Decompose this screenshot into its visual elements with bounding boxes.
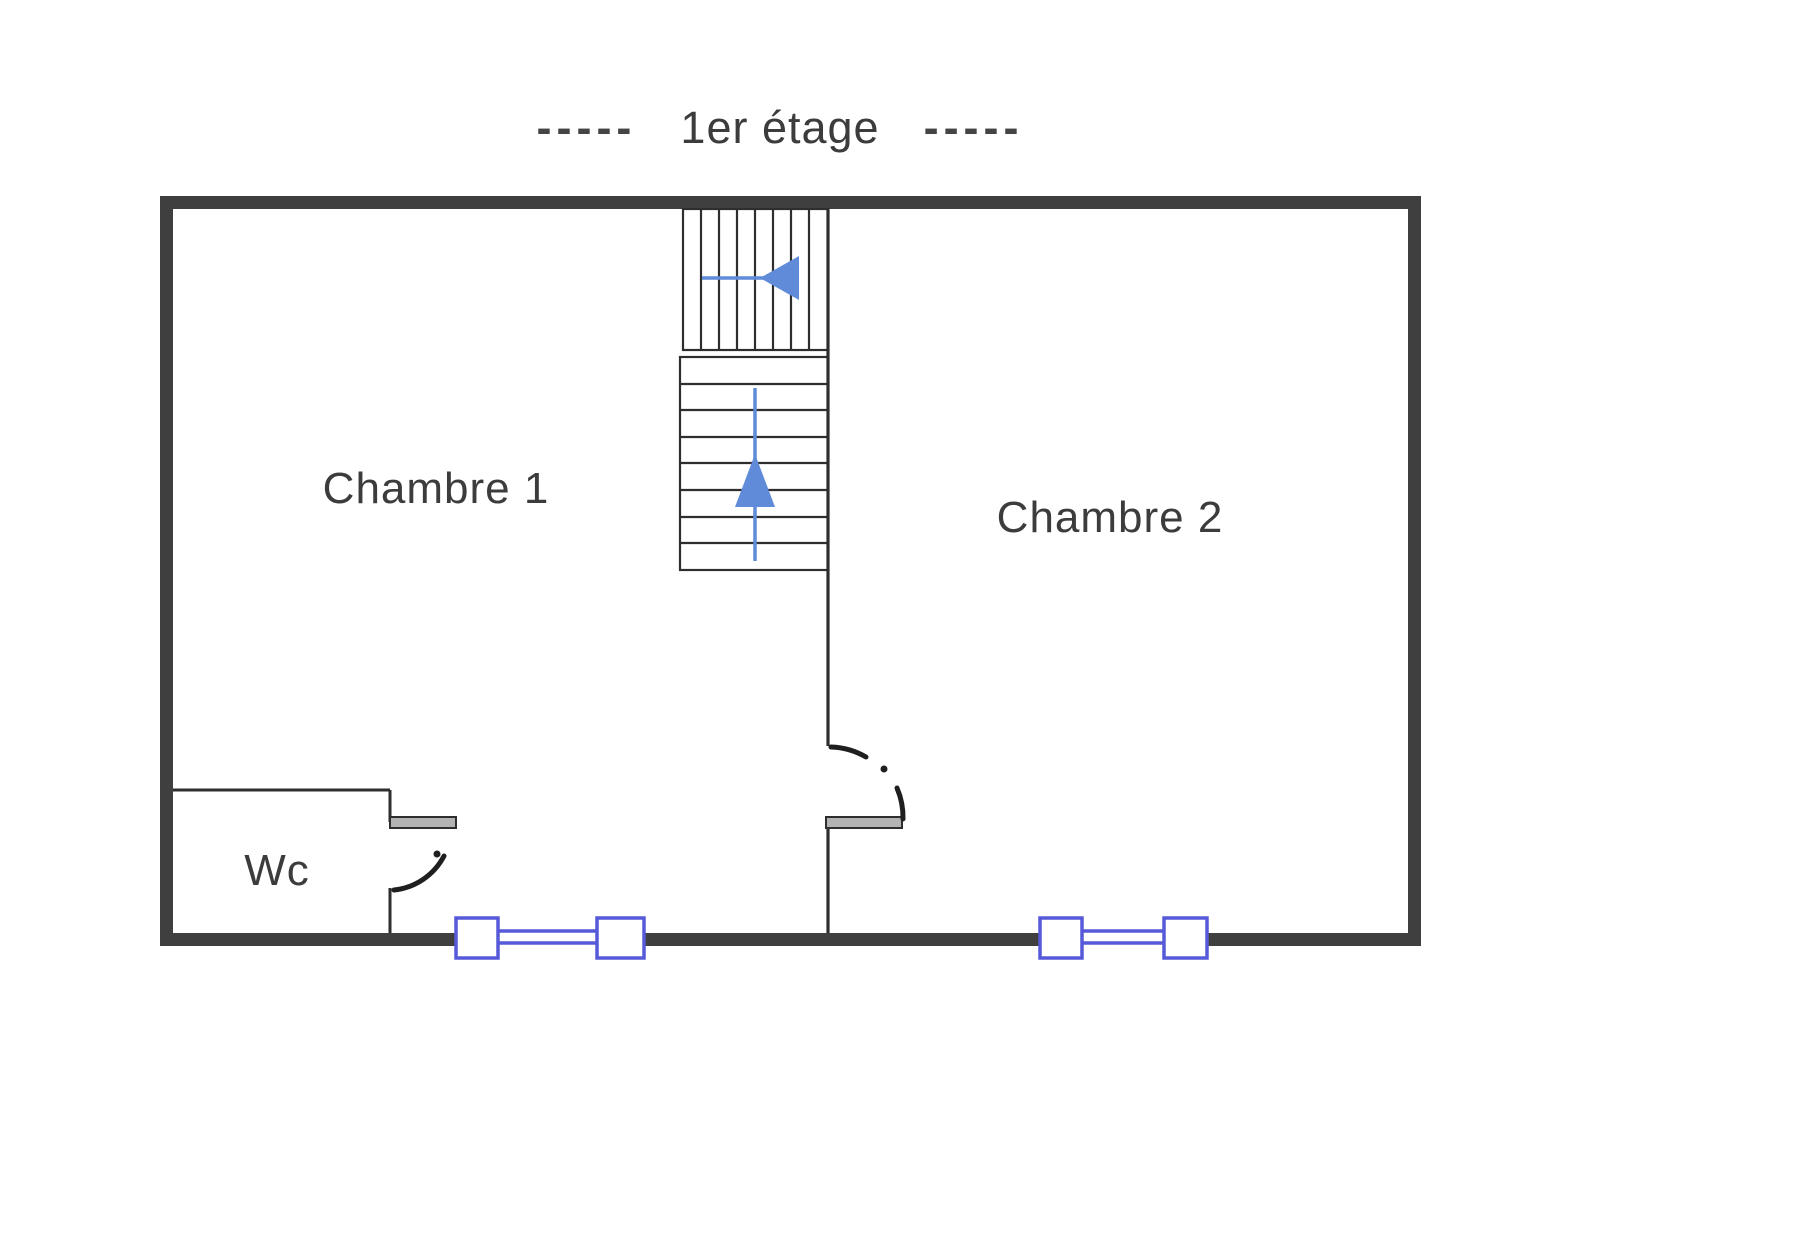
page-title: 1er étage [680, 102, 880, 153]
stairs-left-arrow-icon [760, 256, 799, 300]
door-leaf [389, 816, 457, 829]
door-swing-arc [894, 785, 906, 822]
room-label-wc: Wc [244, 846, 310, 895]
door-arc-dot [880, 765, 888, 773]
window-left [454, 916, 646, 960]
outer-wall [160, 196, 1421, 946]
plan-title: ----- 1er étage ----- [536, 102, 1023, 154]
window-right [1038, 916, 1209, 960]
chambre2-door [825, 744, 906, 829]
window-jamb [1162, 916, 1209, 960]
stairs-up-arrow-icon [735, 454, 775, 507]
wc-door [389, 816, 457, 893]
title-dash-right: ----- [923, 102, 1024, 153]
room-label-chambre2: Chambre 2 [996, 493, 1224, 542]
stairs-upper-flight [681, 207, 830, 352]
window-jamb [1038, 916, 1084, 960]
window-jamb [595, 916, 646, 960]
window-jamb [454, 916, 500, 960]
title-dash-left: ----- [536, 102, 637, 153]
door-arc-dot [433, 850, 441, 858]
stairs-lower-flight [678, 355, 830, 572]
door-leaf [825, 816, 903, 829]
door-swing-arc [828, 744, 869, 760]
door-swing-arc [391, 853, 447, 893]
room-label-chambre1: Chambre 1 [322, 464, 550, 513]
